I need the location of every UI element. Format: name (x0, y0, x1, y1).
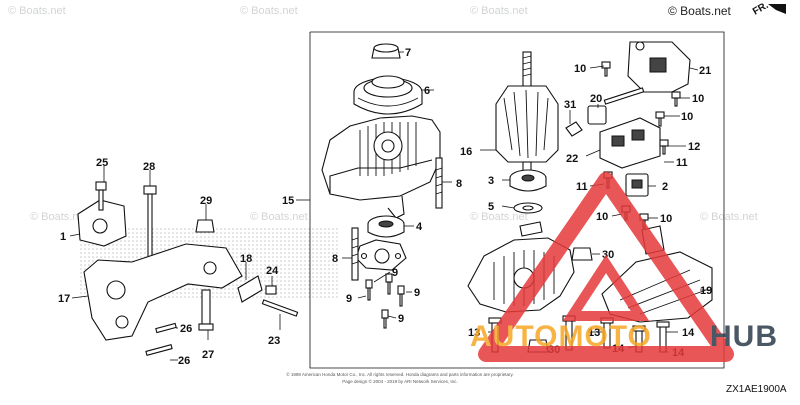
callout-22: 22 (566, 153, 578, 165)
brush-holder (565, 105, 607, 137)
screw (655, 111, 665, 127)
callout-9: 9 (414, 287, 420, 299)
callout-24: 24 (266, 265, 279, 277)
logo-text-auto: AUTOMOTO (470, 320, 652, 353)
callout-29: 29 (200, 195, 212, 207)
callout-4: 4 (416, 221, 423, 233)
callout-10: 10 (660, 213, 672, 225)
stud-bolt (351, 227, 359, 281)
callout-21: 21 (699, 65, 711, 77)
callout-8: 8 (332, 253, 338, 265)
callout-1: 1 (60, 231, 66, 243)
watermark-text: © Boats.net (470, 5, 528, 17)
callout-25: 25 (96, 157, 108, 169)
callout-10: 10 (574, 63, 586, 75)
watermark-text: © Boats.net (8, 5, 66, 17)
callout-13: 13 (588, 327, 600, 339)
bolt (261, 299, 299, 317)
callout-19: 19 (700, 285, 712, 297)
front-arrow-icon (768, 4, 786, 14)
callout-18: 18 (240, 253, 252, 265)
callout-6: 6 (424, 85, 430, 97)
callout-7: 7 (405, 47, 411, 59)
nut (195, 219, 215, 233)
rectifier (599, 117, 661, 169)
link-plate (237, 275, 263, 303)
callout-26: 26 (180, 323, 192, 335)
watermark-text: © Boats.net (700, 211, 758, 223)
rotor-bearing (509, 169, 547, 192)
callout-8: 8 (456, 178, 462, 190)
callout-2: 2 (662, 181, 668, 193)
stud-bolt (435, 157, 443, 209)
alternator-housing (321, 115, 441, 219)
callout-16: 16 (460, 146, 472, 158)
callout-17: 17 (58, 293, 70, 305)
copyright-line: Page design © 2004 - 2019 by ARI Network… (342, 378, 457, 384)
watermark-text: © Boats.net (240, 5, 298, 17)
automotohub-logo: AUTOMOTO HUB (470, 172, 778, 362)
callout-10: 10 (596, 211, 608, 223)
pulley-nut (371, 43, 401, 59)
mounting-bracket (83, 243, 243, 341)
callout-10: 10 (681, 111, 693, 123)
watermark-text: © Boats.net (470, 211, 528, 223)
callout-3: 3 (488, 175, 494, 187)
callout-12: 12 (688, 141, 700, 153)
nut (571, 247, 593, 261)
bearing-retainer-plate (355, 239, 407, 271)
bearing (367, 215, 405, 238)
copyright-line: © 1998 American Honda Motor Co., Inc. Al… (286, 371, 513, 377)
callout-11: 11 (576, 181, 588, 193)
screw (365, 279, 373, 301)
callout-9: 9 (346, 293, 352, 305)
callout-23: 23 (268, 335, 280, 347)
callout-9: 9 (398, 313, 404, 325)
bolt (632, 325, 646, 353)
regulator-assembly (603, 41, 691, 105)
watermark-brand: © Boats.net (668, 4, 732, 18)
screw (601, 61, 611, 77)
leader-lines (69, 51, 712, 361)
callout-11: 11 (676, 157, 688, 169)
callout-13: 13 (468, 327, 480, 339)
callout-31: 31 (564, 99, 576, 111)
screw (397, 285, 405, 307)
bolt (155, 322, 177, 334)
screw (385, 273, 393, 295)
bolt (145, 344, 173, 356)
screw (381, 309, 389, 329)
callout-14: 14 (682, 327, 695, 339)
fr-label: FR. (751, 0, 771, 18)
callout-9: 9 (392, 267, 398, 279)
logo-text-hub: HUB (710, 320, 778, 353)
callout-28: 28 (143, 161, 155, 173)
callout-20: 20 (590, 93, 602, 105)
bolt (198, 289, 214, 331)
callout-27: 27 (202, 349, 214, 361)
callout-5: 5 (488, 201, 494, 213)
callout-26: 26 (178, 355, 190, 367)
bolt (95, 181, 107, 211)
washer (513, 202, 543, 214)
screw (659, 139, 669, 155)
pulley (353, 75, 423, 115)
watermark-text: © Boats.net (250, 211, 308, 223)
watermark-text: © Boats.net (30, 211, 88, 223)
spring-clip (519, 221, 543, 237)
assembly-frame (309, 31, 725, 369)
callout-10: 10 (692, 93, 704, 105)
screw (671, 91, 681, 107)
rotor (495, 51, 559, 175)
diagram-code: ZX1AE1900A (726, 384, 787, 395)
terminal-block (625, 173, 649, 197)
bolt (265, 285, 277, 295)
callout-15: 15 (282, 195, 294, 207)
